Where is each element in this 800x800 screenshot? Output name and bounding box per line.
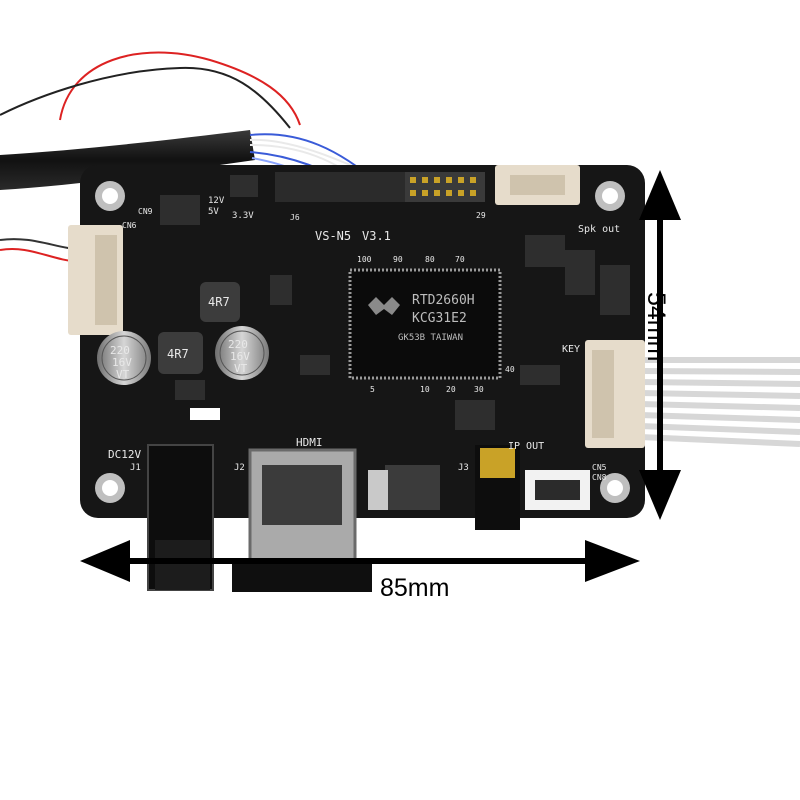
pin-90-label: 90 xyxy=(393,255,403,264)
chip-line-2: KCG31E2 xyxy=(412,311,467,326)
chip-line-3: GK53B TAIWAN xyxy=(398,333,463,343)
j6-label: J6 xyxy=(290,213,300,222)
cap2-voltage: 16V xyxy=(230,350,250,363)
board-version: V3.1 xyxy=(362,229,391,243)
j3-label: J3 xyxy=(458,463,469,473)
pin-5-label: 5 xyxy=(370,385,375,394)
dc-label: DC12V xyxy=(108,448,141,461)
cn5-label: CN5 xyxy=(592,463,607,472)
white-cable xyxy=(639,357,800,447)
inductor-top xyxy=(200,282,240,322)
cap1-voltage: 16V xyxy=(112,356,132,369)
pin-20-label: 20 xyxy=(446,385,456,394)
mounting-holes xyxy=(95,181,630,503)
cap1-value: 220 xyxy=(110,344,130,357)
cap2-value: 220 xyxy=(228,338,248,351)
red-wires xyxy=(0,51,301,263)
chip-logo xyxy=(368,297,400,315)
pin-10-label: 10 xyxy=(420,385,430,394)
inductor-1-label: 4R7 xyxy=(208,295,230,309)
capacitor-right xyxy=(215,326,269,380)
ip-out-label: IP OUT xyxy=(508,441,544,452)
cn6-label: CN6 xyxy=(122,221,137,230)
smd-components xyxy=(160,175,630,510)
j1-label: J1 xyxy=(130,463,141,473)
ribbon-cable xyxy=(0,130,255,190)
pin-29-label: 29 xyxy=(476,211,486,220)
v33-label: 3.3V xyxy=(232,211,254,221)
pin-40-label: 40 xyxy=(505,365,515,374)
v5-label: 5V xyxy=(208,207,219,217)
pin-header xyxy=(275,172,485,202)
v12-label: 12V xyxy=(208,196,225,206)
inductor-bottom xyxy=(158,332,203,374)
pin-80-label: 80 xyxy=(425,255,435,264)
pin-30-label: 30 xyxy=(474,385,484,394)
j2-label: J2 xyxy=(234,463,245,473)
capacitor-left xyxy=(97,331,151,385)
cap2-type: VT xyxy=(234,362,248,375)
width-dimension-label: 85mm xyxy=(380,574,450,602)
spk-label: Spk out xyxy=(578,224,620,235)
main-chip xyxy=(348,268,502,380)
width-dimension-arrow xyxy=(80,540,640,582)
cn8-label: CN8 xyxy=(592,473,607,482)
crystal xyxy=(368,470,388,510)
height-dimension-arrow xyxy=(639,170,681,520)
board-model: VS-N5 xyxy=(315,229,351,243)
chip-line-1: RTD2660H xyxy=(412,293,475,308)
hdmi-label: HDMI xyxy=(296,436,323,449)
height-dimension-label: 54mm xyxy=(642,292,670,362)
inductor-2-label: 4R7 xyxy=(167,347,189,361)
pin-100-label: 100 xyxy=(357,255,372,264)
cn9-label: CN9 xyxy=(138,207,153,216)
pin-70-label: 70 xyxy=(455,255,465,264)
header-pins xyxy=(410,177,476,196)
cap1-type: VT xyxy=(116,368,130,381)
key-label: KEY xyxy=(562,344,580,355)
